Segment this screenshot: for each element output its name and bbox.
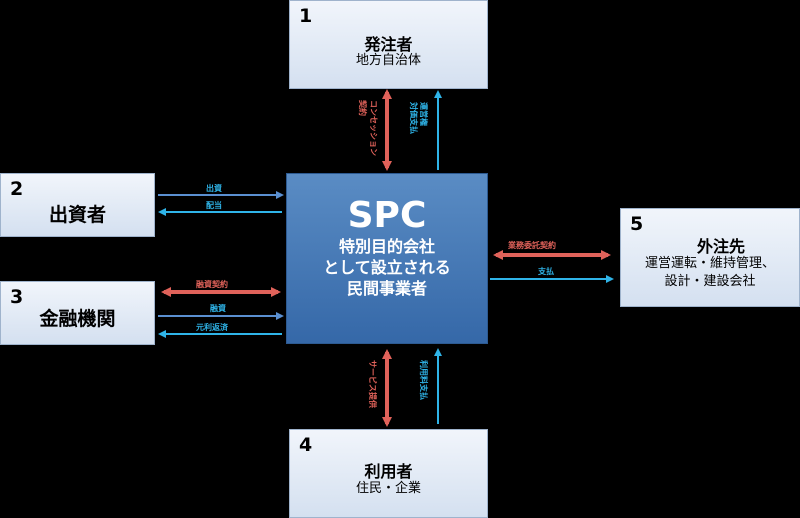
investor-box: 2 出資者 [0,173,155,237]
user-box: 4 利用者 住民・企業 [289,429,488,518]
orderer-red-label-1: コンセッション [369,100,378,156]
user-number: 4 [299,434,313,456]
contractor-subtitle-2: 設計・建設会社 [664,274,756,289]
user-title: 利用者 [364,462,413,481]
user-service-label: サービス提供 [368,360,378,408]
bank-box: 3 金融機関 [0,281,155,345]
bank-number: 3 [10,286,24,308]
spc-box: SPC 特別目的会社 として設立される 民間事業者 [286,173,488,344]
bank-repay-label: 元利返済 [196,322,229,332]
user-fee-label: 利用料支払 [419,359,429,400]
orderer-red-label-2: 契約 [358,99,368,116]
bank-title: 金融機関 [39,308,116,330]
contractor-payment-label: 支払 [537,266,554,276]
spc-line-3: 民間事業者 [346,279,427,298]
contractor-title: 外注先 [696,237,745,256]
user-subtitle: 住民・企業 [355,481,421,496]
spc-line-1: 特別目的会社 [338,237,435,256]
orderer-box: 1 発注者 地方自治体 [289,0,488,89]
investor-dividend-label: 配当 [206,200,222,210]
contractor-contract-label: 業務委託契約 [507,240,556,250]
orderer-blue-label-1: 運営権 [419,102,429,126]
bank-loan-label: 融資 [210,303,226,313]
spc-title: SPC [347,195,427,236]
contractor-box: 5 外注先 運営運転・維持管理、 設計・建設会社 [620,208,800,307]
orderer-title: 発注者 [364,35,413,54]
contractor-number: 5 [630,213,644,235]
orderer-number: 1 [299,5,313,27]
investor-number: 2 [10,178,24,200]
orderer-subtitle: 地方自治体 [355,53,421,68]
spc-line-2: として設立される [323,258,451,277]
investor-invest-label: 出資 [206,183,222,193]
orderer-blue-label-2: 対価支払 [409,101,419,134]
contractor-subtitle-1: 運営運転・維持管理、 [644,256,775,271]
bank-contract-label: 融資契約 [196,279,228,289]
investor-title: 出資者 [48,204,106,226]
